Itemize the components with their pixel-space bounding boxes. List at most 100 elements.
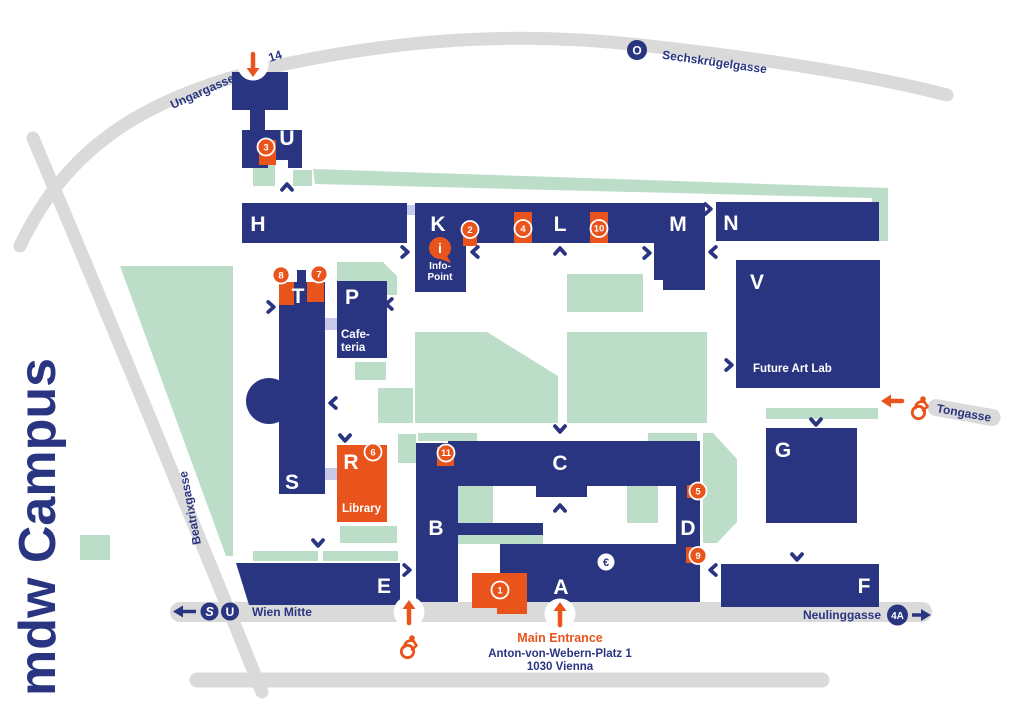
building-label-H: H: [250, 213, 265, 236]
entrance-chevron: [384, 297, 394, 311]
tongasse-access-arrow: [881, 394, 905, 408]
arrow-up-icon: [553, 602, 567, 611]
tram-o-badge: O: [627, 40, 647, 60]
entrance-chevron: [266, 300, 276, 314]
svg-text:11: 11: [441, 448, 452, 459]
info-bubble-tail: [440, 256, 451, 263]
street-label-neulinggasse: Neulinggasse: [803, 608, 881, 622]
marker-5: 5: [688, 481, 708, 501]
green-area: [80, 535, 110, 560]
main-entrance-label: Main Entrance: [517, 631, 602, 645]
svg-text:O: O: [632, 44, 641, 58]
numbered-markers: 1 2 3 4 5 6 7 8 9 10 11: [256, 137, 708, 600]
building-H: [242, 203, 407, 243]
marker-8: 8: [271, 265, 291, 285]
green-area: [120, 266, 233, 556]
entrance-chevron: [553, 246, 567, 256]
connector-h-k: [405, 205, 415, 215]
building-V: [736, 260, 880, 388]
street-label-wien-mitte: Wien Mitte: [252, 605, 312, 619]
building-U: [232, 72, 302, 168]
building-label-D: D: [680, 517, 695, 540]
ubahn-badge: U: [221, 602, 239, 621]
green-area: [418, 433, 477, 441]
svg-text:3: 3: [263, 142, 268, 153]
page-title: mdw Campus: [9, 358, 67, 696]
svg-text:2: 2: [467, 225, 472, 236]
building-label-N: N: [723, 212, 738, 235]
future-art-lab-label: Future Art Lab: [753, 363, 832, 375]
place-labels: Cafe- teria Library Future Art Lab: [341, 329, 832, 515]
building-label-P: P: [345, 286, 359, 309]
entrance-chevron: [790, 552, 804, 562]
green-area: [648, 433, 697, 441]
green-area: [378, 388, 413, 423]
marker-4: 4: [513, 219, 533, 238]
green-area: [415, 332, 558, 423]
marker-3: 3: [256, 137, 276, 157]
building-A: [500, 544, 676, 602]
marker-6: 6: [363, 442, 383, 462]
building-labels: H K L M N U T P V S R B C D E A F G: [250, 127, 870, 599]
cash-desk: €: [597, 553, 615, 571]
marker-10: 10: [589, 219, 609, 238]
entrance-address-line2: 1030 Vienna: [527, 661, 594, 673]
building-D: [676, 441, 700, 602]
green-area: [703, 433, 737, 543]
tram-14-label: 14: [267, 47, 284, 65]
transit: O 14 S U 4A: [173, 40, 931, 626]
wheelchair-icon: [399, 633, 418, 660]
building-inner-wing: [458, 523, 543, 535]
green-area: [355, 362, 386, 380]
euro-glyph: €: [603, 557, 609, 569]
building-E: [236, 563, 400, 605]
entrance-chevron: [708, 245, 718, 259]
buildings: [232, 72, 880, 614]
building-label-E: E: [377, 575, 391, 598]
entrance-marker-square: [279, 282, 294, 305]
entrance-chevron: [328, 396, 338, 410]
euro-icon: [597, 553, 615, 571]
marker-11: 11: [436, 443, 456, 463]
cafeteria-label-line1: Cafe-: [341, 329, 370, 341]
building-label-U: U: [279, 127, 294, 150]
building-label-B: B: [428, 517, 443, 540]
arrow-left-icon: [173, 605, 196, 618]
arrow-left-icon: [881, 394, 891, 408]
main-entrance-arrow: [544, 598, 576, 630]
building-label-K: K: [430, 213, 445, 236]
road-ungargasse-arc: [13, 31, 954, 253]
green-area: [340, 526, 397, 543]
svg-text:1: 1: [497, 585, 503, 596]
svg-text:10: 10: [594, 224, 605, 235]
green-area: [567, 332, 707, 423]
building-M-wing: [654, 243, 705, 290]
entrance-chevron: [708, 563, 718, 577]
entrance-chevron: [703, 202, 713, 216]
entrance-chevron: [402, 563, 412, 577]
green-area: [253, 165, 275, 186]
marker-7: 7: [309, 264, 329, 284]
cafeteria-label-line2: teria: [341, 342, 366, 354]
green-area: [293, 170, 312, 186]
arrow-up-icon: [402, 600, 416, 609]
entrance-address-line1: Anton-von-Webern-Platz 1: [488, 648, 632, 660]
svg-text:7: 7: [316, 269, 321, 280]
building-label-C: C: [552, 452, 567, 475]
svg-text:4: 4: [520, 224, 526, 235]
building-label-F: F: [858, 575, 871, 598]
marker-2: 2: [460, 220, 480, 239]
info-point: i Info- Point: [428, 237, 453, 283]
connector-s-p: [325, 318, 337, 330]
entrance-chevron: [809, 417, 823, 427]
building-label-T: T: [292, 285, 305, 308]
entrance-chevron: [470, 245, 480, 259]
marker-9: 9: [688, 546, 708, 565]
building-1-step: [497, 608, 527, 614]
green-area: [323, 551, 398, 561]
sbahn-badge: S: [200, 602, 219, 621]
entrance-chevron: [400, 245, 410, 259]
green-area: [253, 551, 318, 561]
green-area: [567, 274, 643, 312]
main-entrance-block: Main Entrance Anton-von-Webern-Platz 1 1…: [488, 631, 632, 673]
